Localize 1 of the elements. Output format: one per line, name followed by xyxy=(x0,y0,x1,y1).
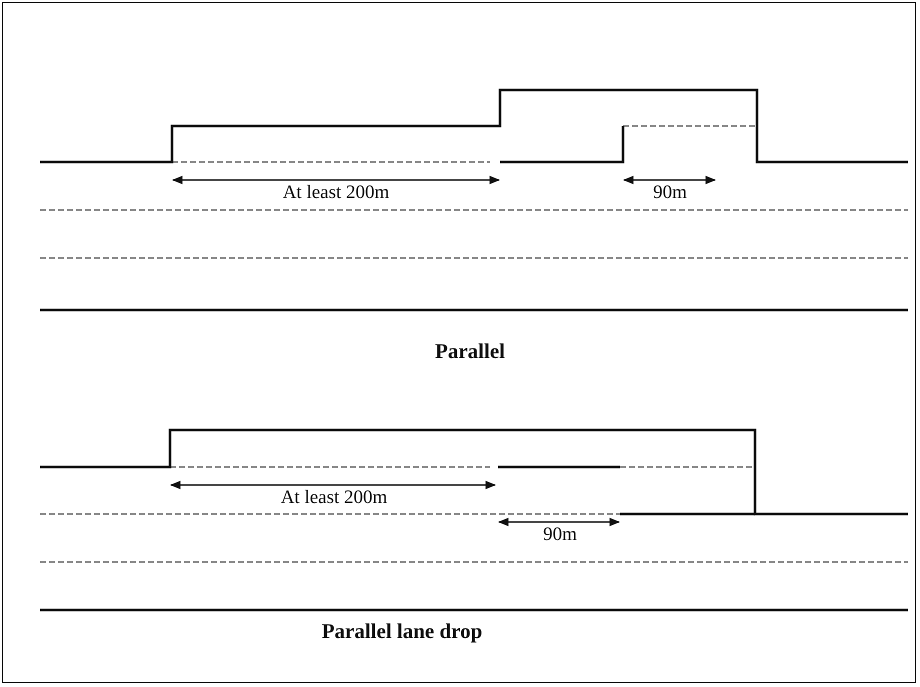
figure-caption: Parallel lane drop xyxy=(322,620,482,644)
